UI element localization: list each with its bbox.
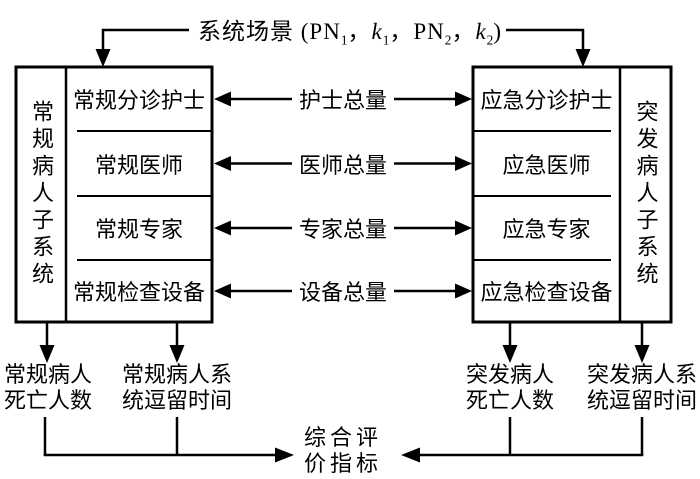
evaluation-connector-left — [43, 417, 294, 463]
emergency-stay-label: 突发病人系 统逗留时间 — [587, 362, 697, 414]
nurse-total-label: 护士总量 — [291, 83, 395, 115]
comma-1: ， — [347, 19, 372, 44]
comma-2: ， — [389, 19, 414, 44]
emergency-expert-cell: 应急专家 — [502, 217, 591, 242]
regular-triage-nurse-cell: 常规分诊护士 — [72, 88, 205, 113]
emergency-deaths-line2: 死亡人数 — [465, 388, 555, 413]
emergency-subsystem-box — [471, 65, 673, 324]
regular-stay-line1: 常规病人系 — [121, 362, 233, 387]
emergency-deaths-label: 突发病人 死亡人数 — [466, 362, 554, 414]
output-arrow-regular-deaths — [39, 322, 55, 363]
emergency-stay-line2: 统逗留时间 — [586, 388, 698, 413]
expert-total-label: 专家总量 — [291, 212, 395, 244]
pn1-subscript: 1 — [340, 32, 348, 48]
output-arrow-emergency-deaths — [502, 322, 518, 363]
emergency-subsystem-title: 突发病人子系统 — [633, 100, 659, 289]
evaluation-connector-right — [401, 417, 644, 463]
regular-subsystem-title: 常规病人子系统 — [29, 100, 54, 289]
evaluation-index-line2: 价指标 — [303, 451, 383, 476]
k2-symbol: k — [475, 19, 487, 44]
scenario-connector-right — [506, 28, 591, 67]
scenario-text: 系统场景 ( — [197, 19, 310, 44]
comma-3: ， — [451, 19, 476, 44]
regular-expert-cell: 常规专家 — [94, 217, 183, 242]
pn2-symbol: PN — [413, 19, 445, 44]
regular-stay-line2: 统逗留时间 — [121, 388, 233, 413]
regular-deaths-label: 常规病人 死亡人数 — [4, 362, 92, 414]
evaluation-index-line1: 综合评 — [303, 425, 383, 450]
regular-physician-cell: 常规医师 — [94, 152, 183, 178]
scenario-label: 系统场景 (PN1，k1，PN2，k2) — [198, 12, 502, 49]
emergency-deaths-line1: 突发病人 — [465, 362, 555, 387]
regular-equipment-cell: 常规检查设备 — [72, 280, 205, 305]
emergency-equipment-cell: 应急检查设备 — [480, 280, 613, 305]
evaluation-index-label: 综合评 价指标 — [304, 425, 382, 477]
regular-stay-label: 常规病人系 统逗留时间 — [122, 362, 232, 414]
k1-symbol: k — [371, 19, 383, 44]
emergency-physician-cell: 应急医师 — [502, 152, 591, 178]
emergency-stay-line1: 突发病人系 — [586, 362, 698, 387]
emergency-triage-nurse-cell: 应急分诊护士 — [480, 88, 613, 113]
k1-subscript: 1 — [382, 32, 390, 48]
regular-subsystem-box — [14, 65, 214, 324]
output-arrow-regular-stay — [169, 322, 185, 363]
pn2-subscript: 2 — [444, 32, 452, 48]
equipment-total-label: 设备总量 — [291, 275, 395, 307]
output-arrow-emergency-stay — [634, 322, 650, 363]
k2-subscript: 2 — [486, 32, 494, 48]
paren-close: ) — [493, 19, 503, 44]
scenario-connector-left — [95, 28, 189, 67]
physician-total-label: 医师总量 — [291, 147, 395, 180]
pn1-symbol: PN — [309, 19, 341, 44]
regular-deaths-line2: 死亡人数 — [3, 388, 93, 413]
regular-deaths-line1: 常规病人 — [3, 362, 93, 387]
